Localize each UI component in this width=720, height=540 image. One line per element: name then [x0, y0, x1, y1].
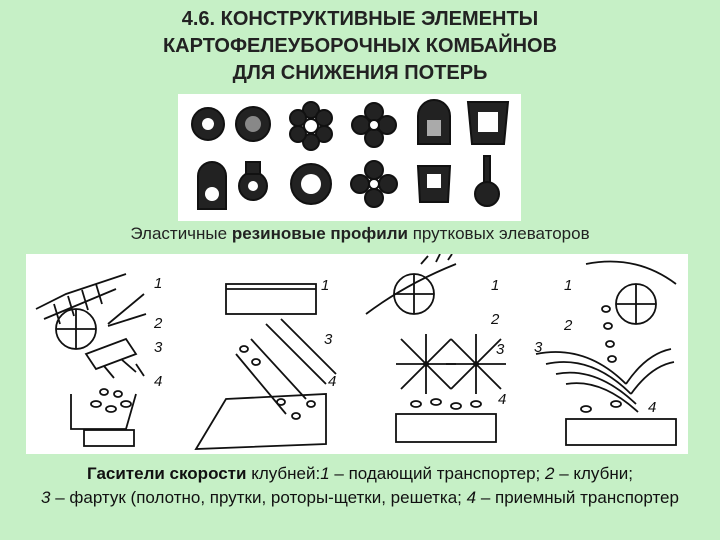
- dampers-caption-t4: – фартук (полотно, прутки, роторы-щетки,…: [50, 488, 467, 507]
- profiles-caption-bold: резиновые профили: [231, 224, 408, 243]
- label-c-2: 2: [490, 311, 500, 328]
- label-d-2: 2: [563, 317, 573, 334]
- label-b-4: 4: [328, 373, 336, 390]
- label-a-2: 2: [153, 315, 163, 332]
- dampers-caption-n4: 4: [466, 488, 477, 507]
- label-a-1: 1: [154, 275, 162, 292]
- label-a-3: 3: [154, 339, 163, 356]
- speed-dampers-figure: 1 2 3 4 1 3 4 1 2 3 4 1 2 3 4: [26, 253, 688, 454]
- dampers-caption-t1: клубней:: [246, 464, 321, 483]
- label-c-1: 1: [491, 277, 499, 294]
- label-c-4: 4: [498, 391, 506, 408]
- profile-lock-2: [197, 161, 227, 210]
- speed-dampers-drawing: 1 2 3 4 1 3 4 1 2 3 4 1 2 3 4: [35, 253, 677, 450]
- profiles-caption-suffix: прутковых элеваторов: [407, 224, 590, 243]
- slide-title: 4.6. КОНСТРУКТИВНЫЕ ЭЛЕМЕНТЫ КАРТОФЕЛЕУБ…: [60, 6, 660, 87]
- damper-brushes-diagram: [365, 253, 506, 443]
- rubber-profiles-figure: [178, 94, 521, 221]
- dampers-caption-n2: 2: [545, 464, 555, 483]
- title-line-3: ДЛЯ СНИЖЕНИЯ ПОТЕРЬ: [232, 62, 488, 84]
- profile-clover-2: [350, 160, 398, 208]
- profile-clover-1: [351, 102, 397, 148]
- dampers-caption-t3: – клубни;: [554, 464, 633, 483]
- dampers-caption-bold: Гасители скорости: [87, 464, 247, 483]
- rubber-profiles-drawing: [191, 99, 510, 210]
- profile-spoon-handle: [483, 155, 491, 185]
- profiles-caption-prefix: Эластичные: [130, 224, 232, 243]
- label-d-1: 1: [564, 277, 572, 294]
- dampers-caption: Гасители скорости клубней:1 – подающий т…: [20, 462, 700, 510]
- profiles-caption: Эластичные резиновые профили прутковых э…: [0, 224, 720, 244]
- label-d-3: 3: [534, 339, 543, 356]
- label-d-4: 4: [648, 399, 656, 416]
- dampers-caption-n3: 3: [41, 488, 51, 507]
- dampers-caption-t5: – приемный транспортер: [476, 488, 679, 507]
- damper-grate-diagram: [535, 260, 677, 446]
- label-a-4: 4: [154, 373, 162, 390]
- label-b-1: 1: [321, 277, 329, 294]
- profile-flower-1: [289, 101, 333, 151]
- title-line-1: 4.6. КОНСТРУКТИВНЫЕ ЭЛЕМЕНТЫ: [181, 8, 539, 30]
- label-b-3: 3: [324, 331, 333, 348]
- dampers-caption-t2: – подающий транспортер;: [329, 464, 545, 483]
- profile-spoon: [474, 181, 500, 207]
- dampers-caption-n1: 1: [320, 464, 330, 483]
- title-line-2: КАРТОФЕЛЕУБОРОЧНЫХ КОМБАЙНОВ: [162, 35, 558, 57]
- label-c-3: 3: [496, 341, 505, 358]
- damper-rods-diagram: [194, 283, 337, 450]
- damper-apron-diagram: [35, 273, 147, 447]
